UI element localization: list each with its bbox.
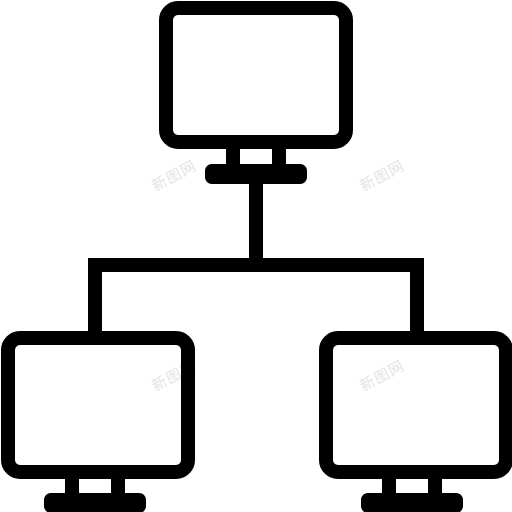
right-monitor-base xyxy=(361,493,463,512)
left-monitor-icon xyxy=(1,331,195,512)
network-connector xyxy=(88,170,424,345)
right-monitor-screen xyxy=(319,331,512,479)
left-monitor-screen xyxy=(1,331,195,479)
left-monitor-base xyxy=(44,493,146,512)
top-monitor-screen xyxy=(159,1,353,149)
top-monitor-icon xyxy=(159,1,353,184)
right-monitor-icon xyxy=(319,331,512,512)
